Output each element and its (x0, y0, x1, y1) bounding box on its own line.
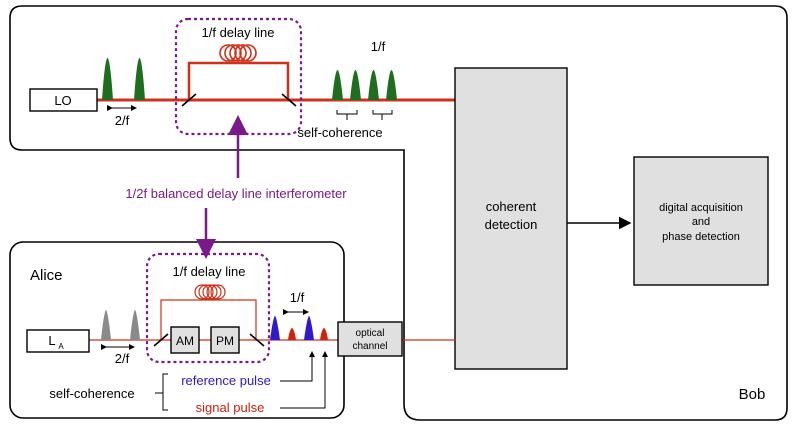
alice-spacing-1f-label: 1/f (290, 290, 305, 305)
alice-spacing-2f-label: 2/f (115, 351, 130, 366)
laser-box (26, 329, 90, 353)
digital-line2: and (692, 216, 710, 228)
interferometer-label: 1/2f balanced delay line interferometer (125, 186, 347, 201)
bob-outline (9, 5, 788, 421)
bob-delay-line-label: 1/f delay line (202, 25, 275, 40)
green-pulse (102, 58, 113, 100)
am-modulator-box (170, 326, 200, 354)
green-pulse (350, 70, 361, 100)
bob-label: Bob (739, 386, 766, 403)
lo-label: LO (54, 93, 71, 108)
laser-subscript: A (58, 342, 64, 351)
alice-coil-icon (194, 284, 226, 300)
self-coherence-bracket (372, 110, 393, 120)
alice-delay-path (160, 299, 257, 340)
pm-label: PM (216, 334, 234, 348)
green-pulse (386, 70, 397, 100)
bob-beamsplitter-right (281, 93, 297, 107)
optical-channel-line2: channel (352, 341, 387, 352)
alice-beamsplitter-right (249, 333, 265, 347)
signal-pulse-label: signal pulse (196, 400, 265, 415)
red-pulse (288, 328, 296, 340)
coherent-detection-line1: coherent (486, 199, 537, 214)
alice-self-coherence-label: self-coherence (49, 386, 134, 401)
alice-delay-line-label: 1/f delay line (173, 264, 246, 279)
coherent-detection-line2: detection (485, 217, 538, 232)
reference-pulse-label: reference pulse (181, 373, 271, 388)
bob-delay-dashed-box (174, 17, 303, 136)
gray-pulse (130, 310, 140, 340)
reference-pulse-arrow (280, 351, 315, 382)
lo-box (29, 88, 98, 112)
bob-beamsplitter-left (181, 93, 197, 107)
spacing-2f-label: 2/f (115, 113, 130, 128)
alice-delay-dashed-box (145, 252, 271, 364)
self-coherence-bracket (336, 110, 358, 120)
bob-delay-path (187, 61, 290, 100)
pm-modulator-box (210, 326, 240, 354)
red-pulse (320, 328, 328, 340)
bob-self-coherence-label: self-coherence (297, 125, 382, 140)
signal-pulse-arrow (280, 351, 328, 409)
optical-channel-box (337, 321, 403, 357)
bob-coil-icon (219, 44, 257, 62)
am-label: AM (176, 334, 194, 348)
coherent-detection-box (454, 67, 568, 370)
alice-self-coherence-bracket (155, 373, 168, 411)
alice-beamsplitter-left (153, 333, 169, 347)
bob-spacing-1f-label: 1/f (371, 39, 386, 54)
optical-channel-line1: optical (356, 328, 385, 339)
alice-label: Alice (30, 267, 63, 284)
green-pulse (332, 70, 343, 100)
green-pulse (368, 70, 379, 100)
gray-pulse (101, 310, 111, 340)
green-pulse (134, 58, 145, 100)
digital-line1: digital acquisition (659, 202, 743, 214)
blue-pulse (304, 316, 314, 340)
digital-acquisition-box (633, 156, 769, 286)
digital-line3: phase detection (662, 231, 740, 243)
laser-label: L (48, 333, 55, 348)
blue-pulse (270, 316, 280, 340)
